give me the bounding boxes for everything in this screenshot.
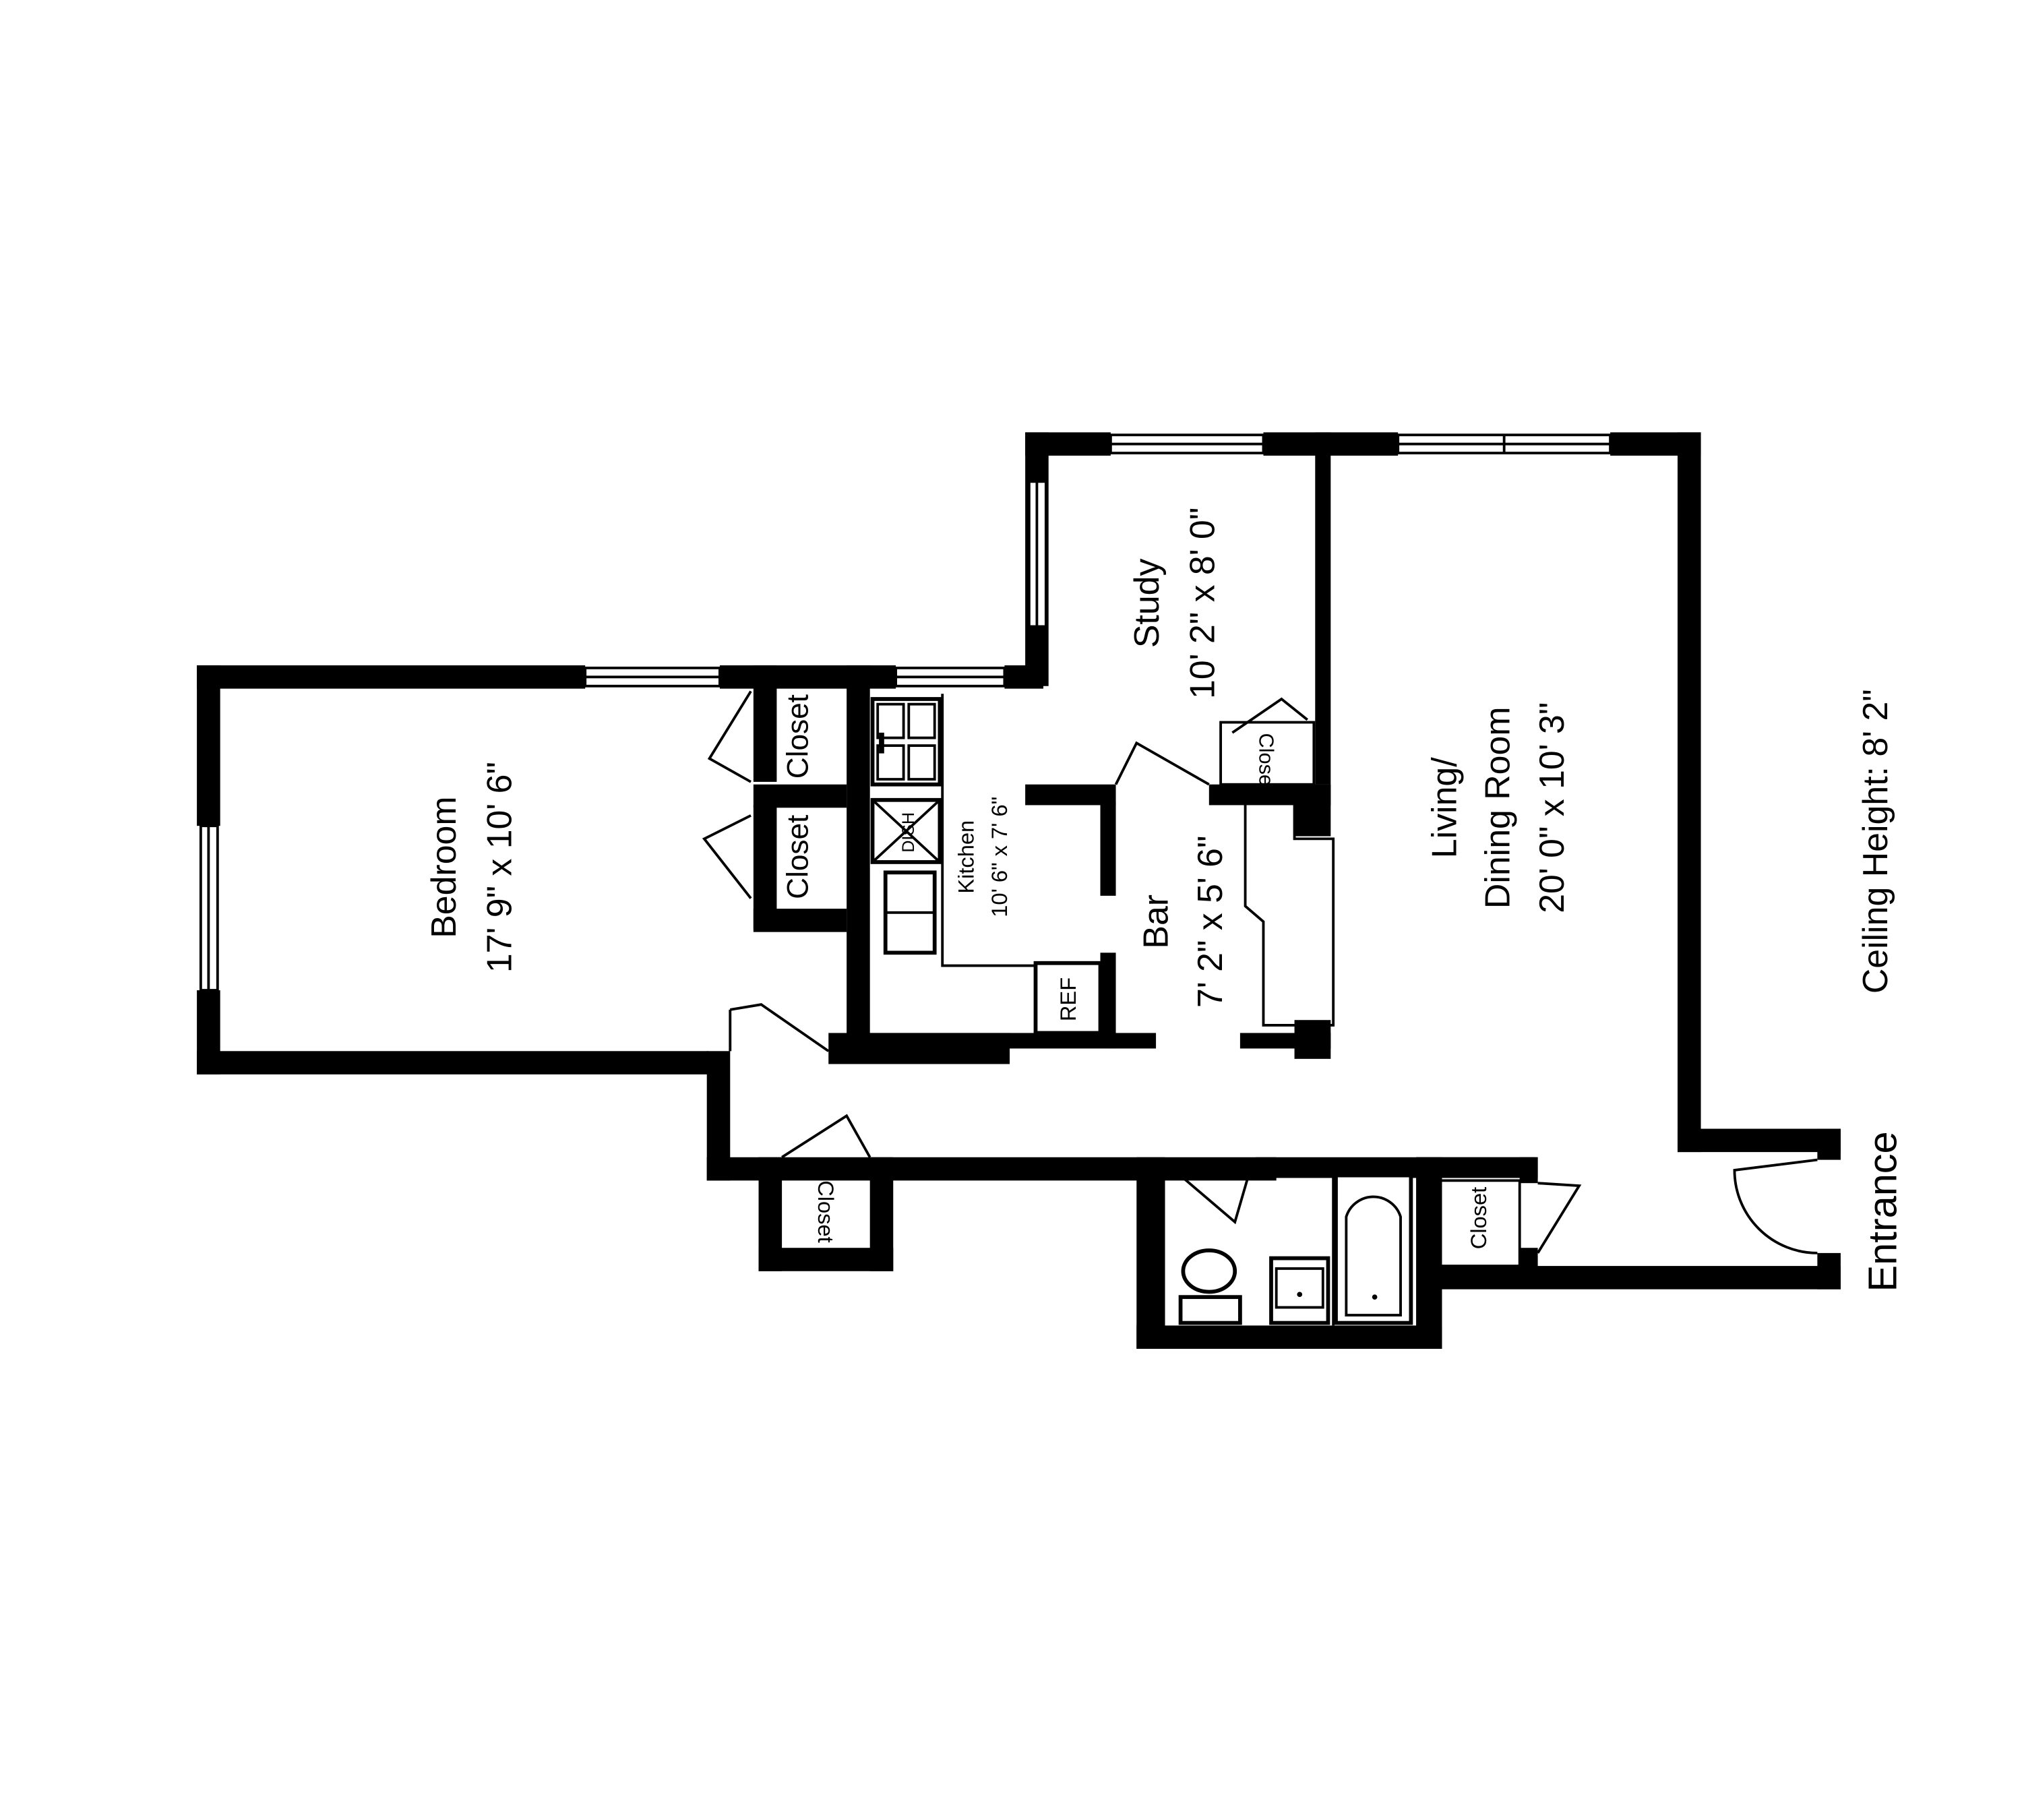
fixture-labels: DISH REF [899,812,1080,1021]
closet-label: Closet [1255,733,1279,793]
bar-name: Bar [1136,894,1175,949]
ceiling-height-label: Ceiling Height: 8' 2" [1856,689,1895,994]
closet-label: Closet [814,1180,838,1242]
dishwasher-label: DISH [899,812,918,853]
bar-dims: 7' 2" x 5' 6" [1190,836,1229,1008]
bath-fixtures [1178,1173,1413,1326]
doors [702,690,1818,1254]
entrance-label: Entrance [1860,1131,1905,1292]
windows [199,433,1612,992]
living-name-line2: Dining Room [1477,706,1516,909]
kitchen-fixtures [870,694,1103,1035]
closet-label: Closet [782,694,815,779]
kitchen-name: Kitchen [953,820,978,894]
closet-label: Closet [782,815,815,899]
closet-label: Closet [1466,1187,1491,1249]
refrigerator-label: REF [1055,977,1080,1021]
study-dims: 10' 2" x 8' 0" [1182,508,1221,699]
living-dims: 20' 0" x 10' 3" [1532,702,1571,913]
bedroom-dims: 17' 9" x 10' 6" [480,762,519,973]
refrigerator-icon [1033,961,1103,1035]
closet-labels: Closet Closet Closet Closet Closet [782,694,1491,1249]
room-labels: Bedroom 17' 9" x 10' 6" Study 10' 2" x 8… [424,508,1571,1008]
living-name-line1: Living/ [1425,757,1464,858]
bar-counter [1244,802,1335,1027]
closet-outlines [1219,721,1521,1268]
bedroom-name: Bedroom [424,796,463,938]
walls [197,432,1841,1349]
toilet-icon [1181,1248,1237,1294]
kitchen-dims: 10' 6" x 7' 6" [987,797,1012,917]
study-name: Study [1127,559,1166,648]
